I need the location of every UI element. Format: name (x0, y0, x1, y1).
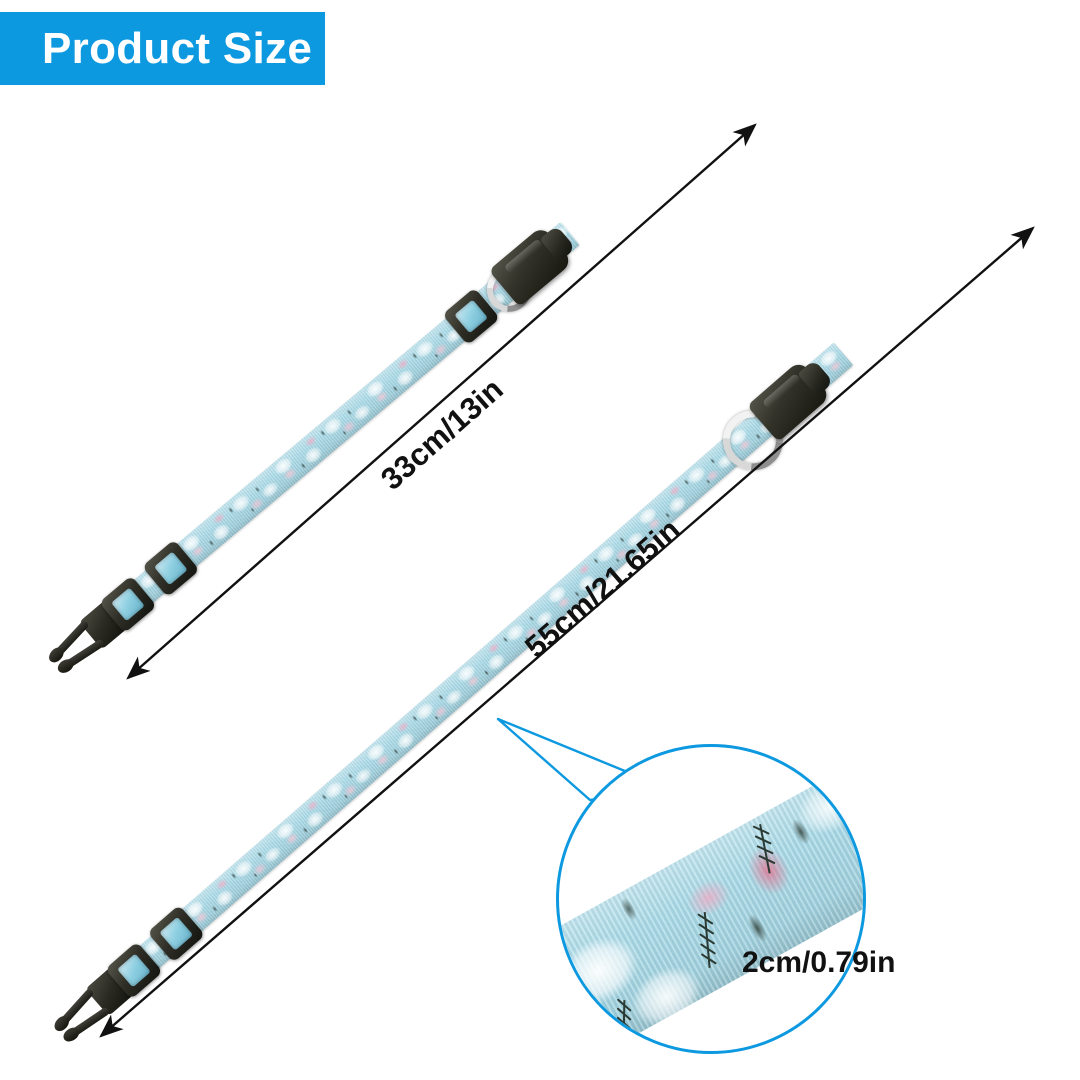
banner-label: Product Size (42, 23, 313, 73)
magnifier-circle (556, 744, 866, 1054)
width-dimension-label: 2cm/0.79in (742, 946, 896, 979)
fern-sprig-icon (616, 998, 632, 1035)
dimension-line-small (126, 123, 757, 680)
fern-sprig-icon (752, 824, 776, 874)
fern-sprig-icon (697, 911, 717, 968)
dimension-label-large: 55cm/21.65in (518, 511, 687, 665)
magnified-strap (559, 747, 863, 1051)
collar-small (53, 221, 580, 670)
product-size-banner: Product Size (0, 12, 325, 85)
